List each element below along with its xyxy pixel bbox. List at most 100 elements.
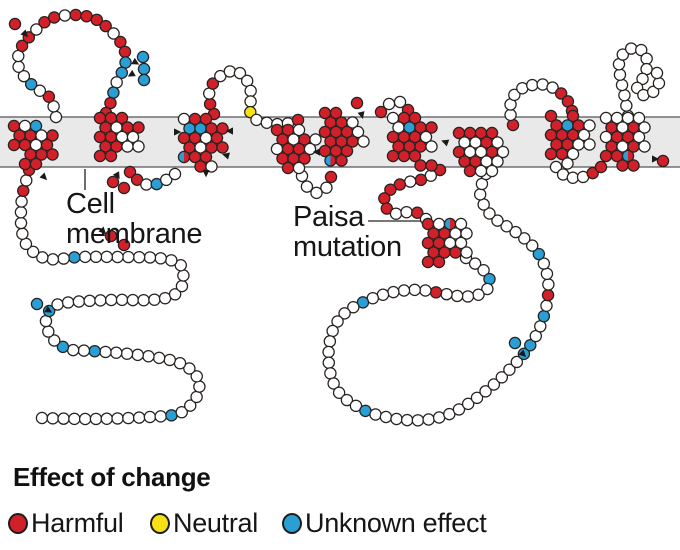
- cluster-bead-tm8: [566, 147, 580, 161]
- chain-bead-n-terminal-tail: [165, 254, 178, 267]
- chain-bead-big-cytoplasmic-loop: [324, 367, 337, 380]
- chain-bead-extracellular-loop-1: [110, 76, 123, 89]
- chain-bead-tm6-paisa-scurve: [393, 178, 407, 191]
- cluster-bead-tm6: [419, 130, 433, 144]
- chain-bead-tm5-tm6-arch: [374, 105, 388, 119]
- legend-item-neutral-label: Neutral: [173, 508, 258, 538]
- chain-bead-big-cytoplasmic-loop: [479, 385, 492, 398]
- chain-bead-extracellular-loop-1: [58, 9, 72, 22]
- chain-bead-n-terminal-tail: [177, 269, 190, 282]
- chain-bead-big-cytoplasmic-loop: [323, 335, 337, 348]
- chain-bead-extracellular-loop-1: [42, 90, 56, 103]
- legend-item-unknown-label: Unknown effect: [305, 508, 487, 538]
- mutation-arrowhead-icon: [202, 170, 210, 178]
- chain-bead-tm6-paisa-scurve: [414, 173, 428, 187]
- chain-bead-n-terminal-tail: [137, 293, 150, 307]
- chain-bead-big-cytoplasmic-loop: [419, 284, 432, 297]
- chain-bead-tm4-tm5-dip: [320, 181, 333, 194]
- cluster-bead-tm5: [346, 116, 359, 129]
- chain-bead-n-terminal-tail: [26, 245, 40, 259]
- chain-bead-n-terminal-tail: [15, 195, 28, 208]
- chain-bead-n-terminal-tail: [66, 343, 80, 357]
- chain-bead-n-terminal-tail: [46, 253, 60, 266]
- chain-bead-big-cytoplasmic-loop: [452, 403, 466, 416]
- chain-bead-big-cytoplasmic-loop: [473, 188, 487, 201]
- chain-bead-extracellular-loop-1: [17, 69, 31, 83]
- cluster-bead-tm7: [463, 164, 477, 178]
- chain-bead-big-cytoplasmic-loop: [510, 355, 524, 369]
- cluster-bead-tm4: [309, 133, 322, 146]
- cluster-bead-paisa-cluster: [449, 246, 462, 259]
- cluster-bead-tm2: [93, 149, 107, 163]
- chain-bead-big-cytoplasmic-loop: [532, 247, 546, 261]
- chain-bead-n-terminal-tail: [57, 252, 70, 265]
- chain-bead-big-cytoplasmic-loop: [542, 278, 555, 291]
- cluster-bead-tm7: [491, 155, 504, 168]
- chain-bead-big-cytoplasmic-loop: [450, 289, 464, 303]
- cluster-bead-tm3: [177, 150, 191, 164]
- cluster-bead-tm1: [29, 119, 43, 133]
- cell-membrane-label-line1: Cell: [66, 188, 115, 220]
- chain-bead-extracellular-loop-1: [15, 39, 29, 53]
- legend-item-unknown: Unknown effect: [282, 508, 487, 539]
- cluster-bead-tm6: [408, 111, 422, 125]
- chain-bead-n-terminal-tail: [57, 412, 70, 425]
- cluster-bead-paisa-cluster: [421, 255, 435, 269]
- cluster-bead-tm5: [357, 135, 370, 148]
- cluster-bead-paisa-cluster: [432, 255, 446, 269]
- cluster-bead-tm1: [29, 157, 43, 171]
- chain-bead-n-terminal-tail: [143, 251, 157, 264]
- chain-bead-tm2-tm3-dip: [123, 165, 137, 179]
- chain-bead-n-terminal-tail: [51, 298, 64, 311]
- chain-bead-big-cytoplasmic-loop: [540, 267, 554, 281]
- chain-bead-big-cytoplasmic-loop: [500, 220, 513, 233]
- cluster-bead-tm8: [583, 119, 596, 132]
- cluster-bead-tm9: [638, 140, 651, 153]
- chain-bead-big-cytoplasmic-loop: [376, 288, 390, 301]
- chain-bead-tm8-tm9-dip: [549, 160, 563, 174]
- chain-bead-c-terminal-squiggle: [615, 78, 629, 92]
- cluster-bead-tm8: [544, 109, 558, 123]
- chain-bead-extracellular-loop-1: [118, 45, 132, 59]
- chain-bead-big-cytoplasmic-loop: [541, 288, 555, 302]
- mutation-arrowhead-icon: [112, 171, 120, 180]
- free-mutation-bead: [104, 229, 118, 243]
- chain-bead-n-terminal-tail: [142, 350, 155, 363]
- chain-bead-tm3-top-loop: [244, 84, 257, 98]
- cluster-bead-tm6: [425, 121, 438, 134]
- chain-bead-big-cytoplasmic-loop: [349, 399, 363, 413]
- chain-bead-n-terminal-tail: [20, 174, 33, 187]
- chain-bead-c-terminal-squiggle: [650, 66, 664, 80]
- cluster-bead-tm8: [583, 138, 596, 151]
- chain-bead-tm6-paisa-scurve: [411, 206, 424, 219]
- chain-bead-tm3-top-loop: [250, 113, 263, 127]
- chain-bead-n-terminal-tail: [131, 348, 144, 362]
- cluster-bead-tm4: [292, 123, 306, 137]
- chain-bead-c-terminal-squiggle: [624, 42, 638, 55]
- chain-bead-extracellular-loop-1: [115, 66, 129, 79]
- cluster-bead-tm1: [18, 157, 32, 171]
- chain-bead-n-terminal-tail: [14, 206, 28, 219]
- chain-bead-n-terminal-tail: [173, 356, 187, 370]
- chain-bead-big-cytoplasmic-loop: [524, 339, 537, 352]
- chain-bead-big-cytoplasmic-loop: [356, 296, 370, 309]
- chain-bead-n-terminal-tail: [78, 412, 92, 426]
- chain-bead-n-terminal-tail: [99, 345, 112, 359]
- chain-bead-big-cytoplasmic-loop: [537, 257, 551, 270]
- chain-bead-n-terminal-tail: [14, 216, 28, 230]
- chain-bead-c-terminal-squiggle: [652, 76, 666, 90]
- cluster-bead-tm3: [205, 160, 218, 173]
- chain-bead-n-terminal-tail: [111, 412, 124, 425]
- chain-bead-tm7-tm8-arc: [554, 87, 568, 100]
- cluster-bead-paisa-cluster: [460, 246, 473, 259]
- unknown-effect-dot-icon: [282, 513, 302, 534]
- chain-bead-big-cytoplasmic-loop: [537, 309, 551, 323]
- chain-bead-c-terminal-squiggle: [616, 48, 630, 61]
- chain-bead-n-terminal-tail: [88, 344, 101, 358]
- chain-bead-big-cytoplasmic-loop: [322, 356, 336, 369]
- chain-bead-extracellular-loop-1: [38, 16, 51, 29]
- chain-bead-c-terminal-squiggle: [636, 72, 649, 86]
- chain-bead-big-cytoplasmic-loop: [461, 397, 475, 411]
- chain-bead-n-terminal-tail: [126, 293, 140, 307]
- chain-bead-n-terminal-tail: [152, 351, 166, 365]
